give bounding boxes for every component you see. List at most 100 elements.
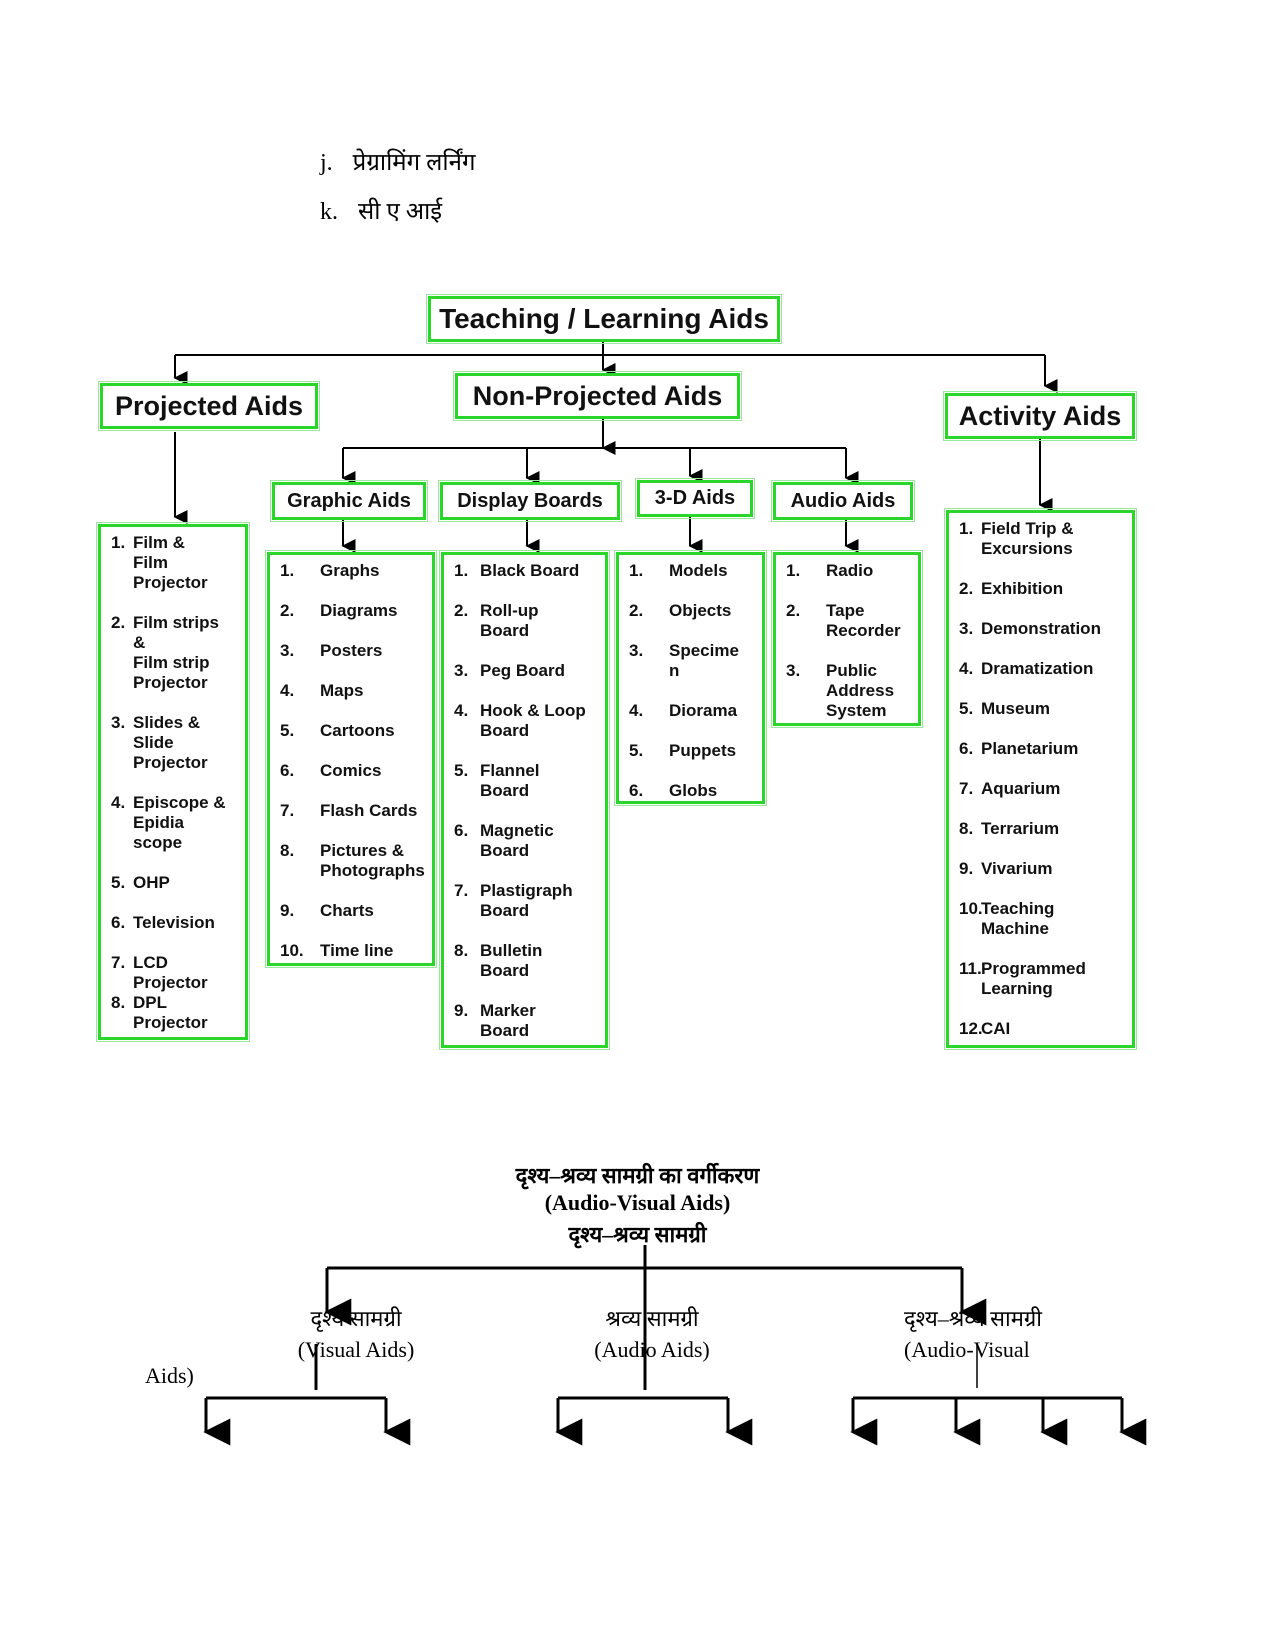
list-item-text: Peg Board — [480, 661, 566, 680]
list-item-number: 8. — [280, 841, 295, 860]
list-item-number: 2. — [959, 579, 974, 598]
av-aids-english-tail: Aids) — [145, 1363, 194, 1388]
list-item-text: Charts — [320, 901, 374, 920]
list-item-number: 2. — [111, 613, 126, 632]
list-item-number: 3. — [280, 641, 295, 660]
list-item-number: 4. — [959, 659, 974, 678]
list-item-number: 1. — [629, 561, 644, 580]
list-item-number: 12. — [959, 1019, 983, 1038]
list-item-text: Hook & Loop Board — [480, 701, 586, 740]
list-item-number: 3. — [111, 713, 126, 732]
list-item-number: 3. — [959, 619, 974, 638]
list-item-text: Graphs — [320, 561, 380, 580]
audio-aids-hindi: श्रव्य सामग्री — [605, 1306, 699, 1331]
list-item-number: 8. — [454, 941, 469, 960]
3d-aids-label: 3-D Aids — [654, 487, 736, 509]
list-item-text: Teaching Machine — [981, 899, 1055, 938]
list-item-text: DPL Projector — [133, 993, 208, 1032]
list-item-text: Slides & Slide Projector — [133, 713, 208, 772]
list-item-text: Models — [669, 561, 728, 580]
list-item-text: Radio — [826, 561, 874, 580]
list-item-text: Roll-up Board — [480, 601, 539, 640]
list-item-number: 11. — [959, 959, 982, 978]
activity-aids-label: Activity Aids — [958, 400, 1122, 431]
list-item-text: LCD Projector — [133, 953, 208, 992]
list-item-text: Bulletin Board — [480, 941, 543, 980]
list-item-number: 10. — [280, 941, 304, 960]
list-item-number: 2. — [786, 601, 801, 620]
list-item-text: Pictures & Photographs — [320, 841, 425, 880]
root-node: Teaching / Learning Aids — [426, 294, 782, 344]
list-item-number: 7. — [280, 801, 295, 820]
list-item-text: Television — [133, 913, 215, 932]
av-aids-english: (Audio-Visual — [904, 1337, 1030, 1362]
list-item-text: Public Address System — [826, 661, 895, 720]
list-item-text: Maps — [320, 681, 364, 700]
list-item-number: 9. — [959, 859, 974, 878]
audio-aids-label: Audio Aids — [790, 489, 896, 512]
list-item-text: Programmed Learning — [981, 959, 1086, 998]
non-projected-aids-node: Non-Projected Aids — [453, 371, 742, 421]
list-item-text: Museum — [981, 699, 1050, 718]
list-item-number: 1. — [454, 561, 469, 580]
list-item-text: CAI — [981, 1019, 1011, 1038]
list-item-number: 6. — [629, 781, 644, 800]
list-item-text: Flash Cards — [320, 801, 418, 820]
list-item-text: Posters — [320, 641, 383, 660]
display-boards-node: Display Boards — [438, 480, 622, 522]
list-item-text: Aquarium — [981, 779, 1061, 798]
list-item-text: Black Board — [480, 561, 580, 580]
list-item-number: 1. — [786, 561, 801, 580]
list-item-text: Dramatization — [981, 659, 1094, 678]
list-item-text: Episcope & Epidia scope — [133, 793, 226, 852]
av-title-english: (Audio-Visual Aids) — [544, 1190, 731, 1215]
list-item-number: 2. — [280, 601, 295, 620]
av-aids-hindi: दृश्य–श्रव्य सामग्री — [904, 1306, 1042, 1331]
list-item-number: 4. — [280, 681, 295, 700]
intro-item-j: j. प्रेग्रामिंग लर्निंग — [320, 145, 475, 178]
intro-text: प्रेग्रामिंग लर्निंग — [352, 150, 476, 176]
graphic-aids-label: Graphic Aids — [287, 489, 411, 512]
list-item-text: Objects — [669, 601, 732, 620]
list-item-text: Plastigraph Board — [480, 881, 573, 920]
list-item-text: Planetarium — [981, 739, 1079, 758]
list-item-text: Specime n — [669, 641, 739, 680]
list-item-number: 6. — [454, 821, 469, 840]
list-item-text: Diagrams — [320, 601, 398, 620]
list-item-number: 5. — [111, 873, 126, 892]
list-item-number: 2. — [629, 601, 644, 620]
list-item-number: 9. — [454, 1001, 469, 1020]
list-item-number: 1. — [111, 533, 126, 552]
audio-aids-node: Audio Aids — [771, 480, 915, 522]
graphic-aids-node: Graphic Aids — [270, 480, 428, 522]
projected-aids-label: Projected Aids — [114, 390, 304, 421]
projected-aids-node: Projected Aids — [98, 381, 320, 431]
list-item-text: Vivarium — [981, 859, 1053, 878]
audio-aids-english: (Audio Aids) — [594, 1337, 710, 1362]
visual-aids-english: (Visual Aids) — [297, 1337, 415, 1362]
activity-aids-node: Activity Aids — [943, 391, 1137, 441]
list-item-text: OHP — [133, 873, 170, 892]
list-item-text: Globs — [669, 781, 718, 800]
list-item-number: 5. — [280, 721, 295, 740]
list-item-number: 3. — [786, 661, 801, 680]
root-label: Teaching / Learning Aids — [439, 303, 769, 334]
list-item-text: Tape Recorder — [826, 601, 901, 640]
list-item-number: 8. — [959, 819, 974, 838]
list-item-number: 10. — [959, 899, 983, 918]
list-item-number: 3. — [629, 641, 644, 660]
list-item-number: 5. — [454, 761, 469, 780]
list-item-number: 6. — [111, 913, 126, 932]
list-item-number: 2. — [454, 601, 469, 620]
list-item-text: Puppets — [669, 741, 737, 760]
av-title-hindi: दृश्य–श्रव्य सामग्री का वर्गीकरण — [515, 1163, 760, 1188]
list-item-text: Film strips & Film strip Projector — [133, 613, 219, 692]
non-projected-aids-label: Non-Projected Aids — [472, 380, 723, 411]
list-item-number: 4. — [454, 701, 469, 720]
visual-aids-node: दृश्य सामग्री (Visual Aids) — [286, 1303, 426, 1363]
visual-aids-hindi: दृश्य सामग्री — [310, 1306, 402, 1331]
